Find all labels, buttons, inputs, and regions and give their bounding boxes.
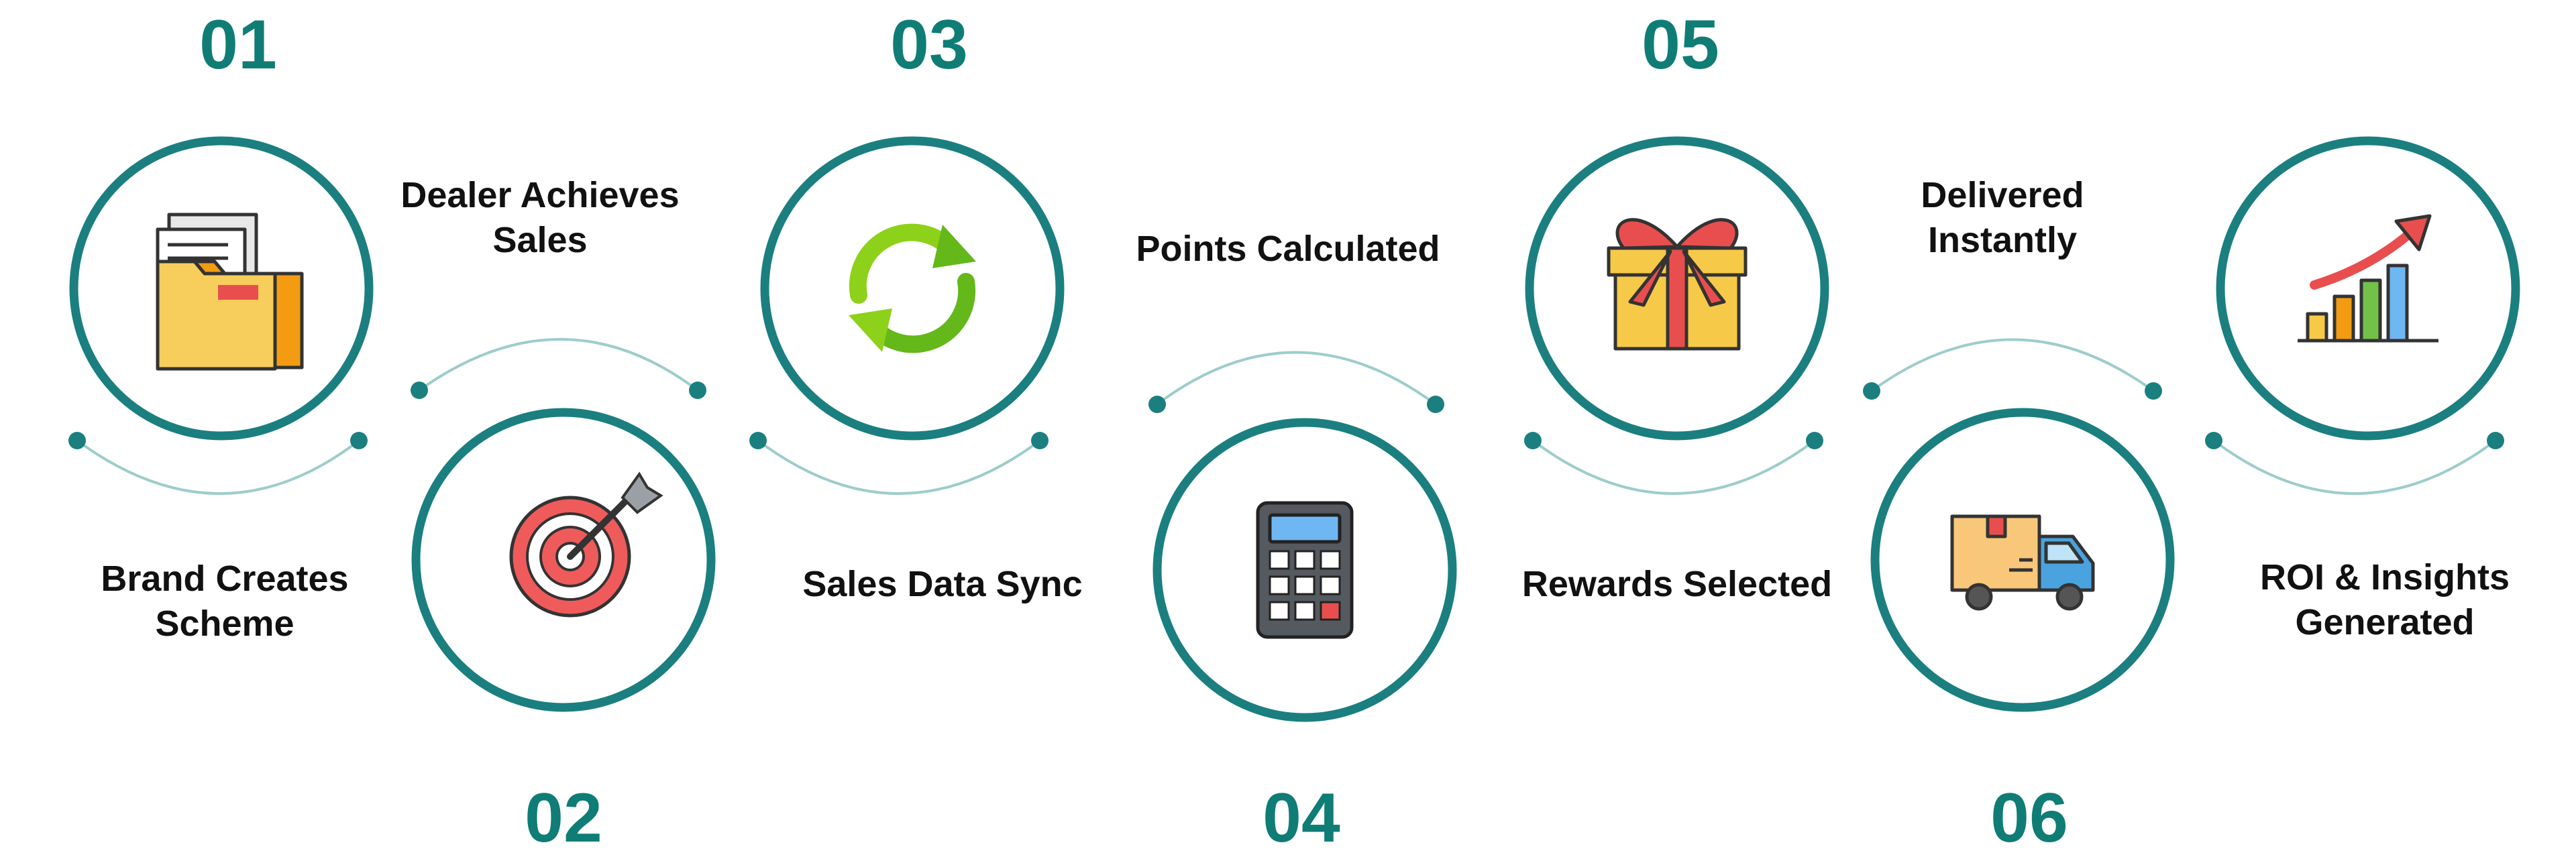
connector-arc-3 <box>757 439 1041 495</box>
step-number-3: 03 <box>890 6 968 84</box>
step-label-7: ROI & Insights Generated <box>2259 557 2510 642</box>
connector-arc-1 <box>76 439 360 495</box>
connector-arc-7 <box>2212 439 2497 495</box>
connector-dots <box>68 382 2504 449</box>
step-circle-3 <box>760 136 1065 441</box>
delivery-truck-icon <box>1950 514 2095 611</box>
step-number-4: 04 <box>1263 779 1340 857</box>
connector-arc-2 <box>418 338 699 392</box>
step-number-5: 05 <box>1642 6 1719 84</box>
calculator-icon <box>1256 501 1354 639</box>
target-icon <box>509 471 663 618</box>
step-label-1: Brand Creates Scheme <box>101 559 349 644</box>
step-number-1: 01 <box>199 6 277 84</box>
growth-chart-icon <box>2298 214 2438 343</box>
connector-arc-6 <box>1870 338 2155 392</box>
sync-icon <box>849 223 976 353</box>
connector-arc-5 <box>1532 439 1816 495</box>
folder-icon <box>156 213 304 371</box>
step-label-2: Dealer Achieves Sales <box>400 175 680 260</box>
step-label-6: Delivered Instantly <box>1921 175 2084 260</box>
step-label-5: Rewards Selected <box>1521 564 1833 604</box>
step-label-4: Points Calculated <box>1136 229 1440 269</box>
connectors <box>76 338 2497 495</box>
step-label-3: Sales Data Sync <box>802 564 1083 604</box>
gift-icon <box>1607 218 1748 351</box>
step-number-6: 06 <box>1990 779 2068 857</box>
step-number-2: 02 <box>525 779 602 857</box>
connector-arc-4 <box>1156 351 1437 406</box>
